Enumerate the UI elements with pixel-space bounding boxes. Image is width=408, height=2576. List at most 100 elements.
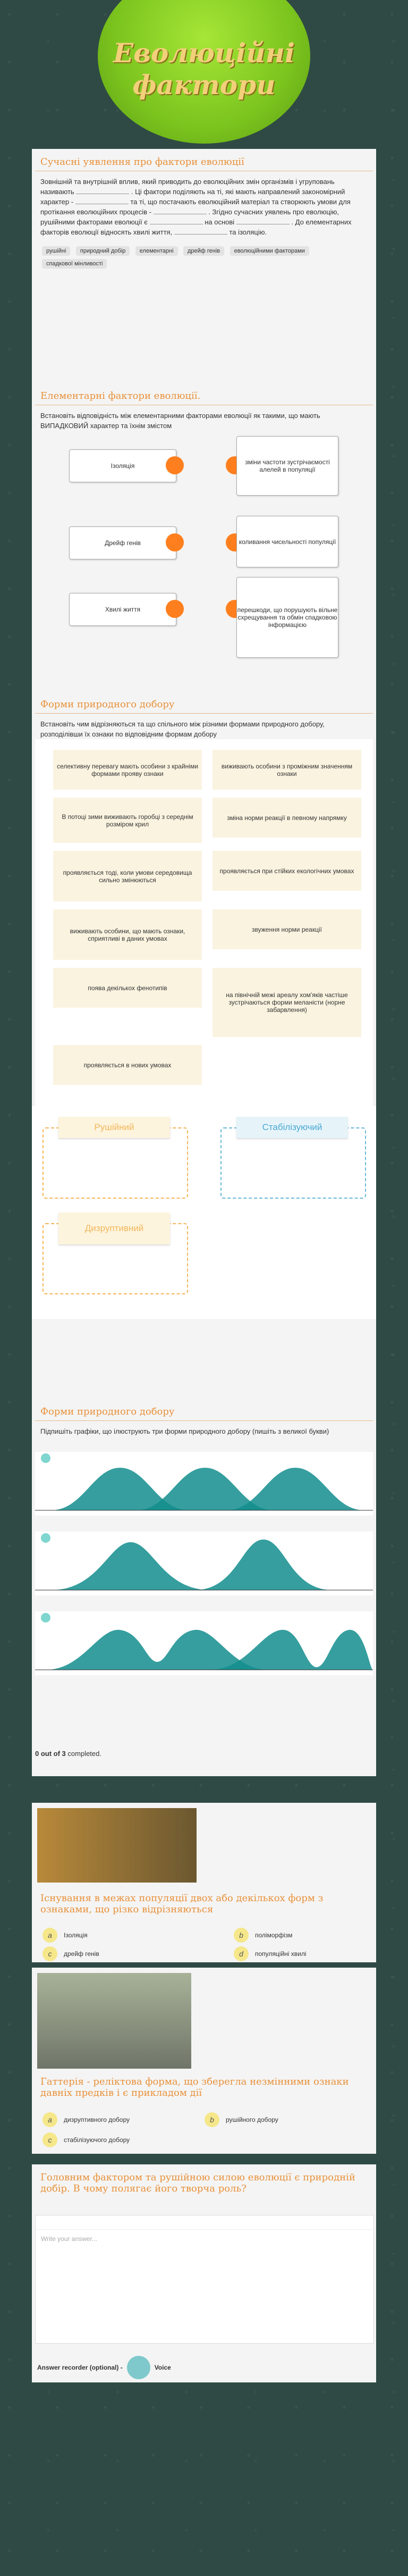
option-letter: c	[42, 1946, 57, 1961]
text-part: Зовнішній та внутрішній вплив, який прив…	[40, 178, 335, 196]
section-heading: Форми природного добору	[35, 691, 373, 714]
sort-card[interactable]: поява декількох фенотипів	[53, 968, 202, 1008]
open-question: Головним фактором та рушійною силою евол…	[32, 2164, 376, 2382]
sort-card[interactable]: виживають особини, що мають ознаки, спри…	[53, 909, 202, 960]
progress-suffix: completed.	[65, 1750, 101, 1758]
text-part: . Ці фактори поділяють на ті, які мають …	[40, 188, 345, 206]
question-text: Існування в межах популяції двох або дек…	[40, 1893, 324, 1915]
option-label: дизруптивного добору	[64, 2116, 130, 2123]
sort-card[interactable]: виживають особини з проміжним значенням …	[212, 750, 361, 790]
drop-zone-rushiynyi[interactable]	[42, 1127, 188, 1199]
section-matching: Елементарні фактори еволюції. Встановіть…	[32, 383, 376, 691]
option-label: поліморфізм	[255, 1931, 293, 1939]
match-connector[interactable]	[166, 600, 184, 618]
word-chip[interactable]: спадкової мінливості	[42, 259, 107, 269]
section-heading: Елементарні фактори еволюції.	[35, 383, 373, 405]
option-letter: a	[42, 2112, 57, 2127]
answer-option[interactable]: a Ізоляція	[42, 1928, 88, 1943]
match-connector[interactable]	[166, 456, 184, 474]
option-label: стабілізуючого добору	[64, 2136, 130, 2144]
text-part: . Згідно сучасних уявлень про еволюцію, …	[40, 208, 339, 226]
option-label: Ізоляція	[64, 1931, 88, 1939]
word-bank: рушійні природний добір елементарні дрей…	[32, 242, 376, 275]
option-label: рушійного добору	[226, 2116, 278, 2123]
drop-zone-label: Дизруптивний	[58, 1212, 170, 1244]
distribution-curve	[194, 1540, 333, 1590]
text-part: та ізоляцію.	[229, 228, 267, 236]
sort-card[interactable]: звуження норми реакції	[212, 909, 361, 949]
sort-card[interactable]: зміна норми реакції в певному напрямку	[212, 798, 361, 838]
label-dot-icon	[41, 1613, 50, 1622]
answer-option[interactable]: c стабілізуючого добору	[42, 2132, 130, 2147]
word-chip[interactable]: природний добір	[75, 246, 130, 256]
option-label: популяційні хвилі	[255, 1950, 307, 1958]
progress-status: 0 out of 3 completed.	[35, 1750, 101, 1758]
recorder-label: Answer recorder (optional) -	[37, 2364, 123, 2371]
sort-card[interactable]: проявляється при стійких екологічних умо…	[212, 851, 361, 891]
text-part: на основі	[205, 218, 235, 226]
label-dot-icon	[41, 1453, 50, 1463]
match-left-item[interactable]: Дрейф генів	[69, 526, 176, 559]
section-graphs: Форми природного добору Підпишіть графік…	[32, 1399, 376, 1776]
sort-card[interactable]: селективну перевагу мають особини з край…	[53, 750, 202, 790]
distribution-curve	[46, 1629, 269, 1670]
instruction-text: Встановіть відповідність між елементарни…	[40, 412, 320, 430]
selection-graph-1	[35, 1452, 373, 1516]
option-letter: b	[234, 1928, 249, 1943]
instruction-text: Встановіть чим відрізняються та що спіль…	[40, 720, 325, 738]
drop-zone-label: Стабілізуючий	[236, 1117, 348, 1138]
sort-card[interactable]: проявляється тоді, коли умови середовища…	[53, 851, 202, 901]
match-left-item[interactable]: Ізоляція	[69, 449, 176, 482]
sort-card[interactable]: проявляється в нових умовах	[53, 1045, 202, 1085]
question-text: Головним фактором та рушійною силою евол…	[40, 2172, 355, 2194]
fill-blank-text: Зовнішній та внутрішній вплив, який прив…	[32, 171, 376, 242]
distribution-curve	[136, 1468, 274, 1510]
answer-option[interactable]: c дрейф генів	[42, 1946, 99, 1961]
answer-recorder: Answer recorder (optional) - Voice	[37, 2356, 171, 2379]
selection-graph-2	[35, 1532, 373, 1595]
answer-placeholder: Write your answer...	[41, 2235, 97, 2243]
match-right-item[interactable]: зміни частоти зустрічаємості алелей в по…	[236, 436, 338, 496]
microphone-icon[interactable]	[126, 2356, 150, 2379]
option-label: дрейф генів	[64, 1950, 99, 1958]
text-part: та ті, що постачають еволюційний матеріа…	[40, 198, 351, 216]
answer-editor[interactable]: Write your answer...	[35, 2215, 374, 2344]
answer-option[interactable]: b поліморфізм	[234, 1928, 292, 1943]
tuatara-image	[37, 1973, 191, 2069]
drop-zone-label: Рушійний	[58, 1117, 170, 1138]
blank-field[interactable]	[174, 234, 227, 235]
section-heading: Сучасні уявлення про фактори еволюції	[35, 149, 373, 171]
drop-zone-stabilizuiuchyi[interactable]	[220, 1127, 366, 1199]
match-left-item[interactable]: Хвилі життя	[69, 593, 176, 626]
section-fill-blanks: Сучасні уявлення про фактори еволюції Зо…	[32, 149, 376, 383]
voice-label: Voice	[154, 2364, 171, 2371]
label-dot-icon	[41, 1533, 50, 1543]
distribution-curve	[51, 1468, 189, 1510]
option-letter: c	[42, 2132, 57, 2147]
answer-option[interactable]: a дизруптивного добору	[42, 2112, 130, 2127]
word-chip[interactable]: еволюційними факторами	[230, 246, 309, 256]
word-chip[interactable]: елементарні	[135, 246, 178, 256]
distribution-curve	[226, 1468, 364, 1510]
sort-card[interactable]: на північній межі ареалу хом'яків частіш…	[212, 968, 361, 1037]
question-text: Гаттерія - реліктова форма, що зберегла …	[40, 2076, 349, 2098]
selection-graph-3	[35, 1611, 373, 1675]
instruction-text: Підпишіть графіки, що ілюструють три фор…	[40, 1427, 329, 1435]
match-right-item[interactable]: перешкоди, що порушують вільне схрещуван…	[236, 577, 338, 658]
sort-card[interactable]: В потоці зими виживають горобці з середн…	[53, 798, 202, 843]
text-part: . До елементарних факторів еволюції відн…	[40, 218, 352, 236]
option-letter: d	[234, 1946, 249, 1961]
word-chip[interactable]: дрейф генів	[183, 246, 225, 256]
word-chip[interactable]: рушійні	[42, 246, 71, 256]
match-right-item[interactable]: коливання чисельності популяції	[236, 516, 338, 567]
page-title: Еволюційні фактори	[113, 37, 295, 101]
title-circle	[98, 0, 310, 144]
option-letter: a	[42, 1928, 57, 1943]
editor-toolbar	[36, 2215, 373, 2230]
match-connector[interactable]	[166, 533, 184, 551]
section-heading: Форми природного добору	[35, 1399, 373, 1421]
answer-option[interactable]: d популяційні хвилі	[234, 1946, 307, 1961]
distribution-curve	[51, 1542, 210, 1590]
section-sort: Форми природного добору Встановіть чим в…	[32, 691, 376, 1399]
